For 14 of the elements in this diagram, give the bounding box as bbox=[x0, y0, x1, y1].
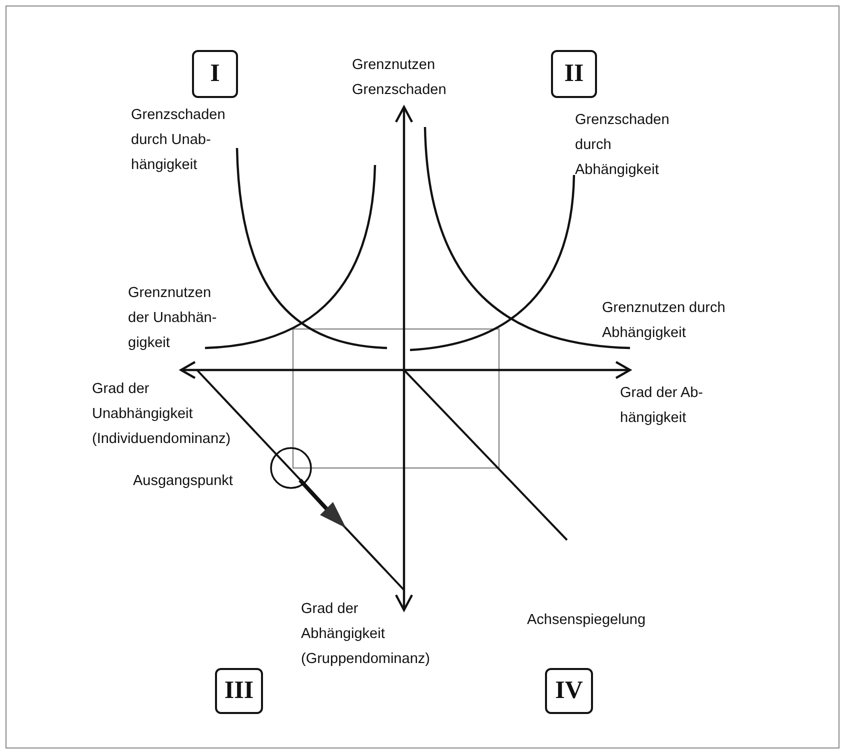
axis-label: Grad der Ab- hängigkeit bbox=[620, 384, 704, 428]
curve-label: Grenzschaden durch Unab- hängigkeit bbox=[131, 106, 226, 175]
axis-label: Grad der Abhängigkeit (Gruppendominanz) bbox=[301, 600, 431, 669]
quadrant-box: II bbox=[551, 50, 597, 98]
axis-label: Grad der Unabhängigkeit (Individuendominanz) bbox=[92, 380, 232, 449]
curve-label: Grenznutzen der Unabhän- gigkeit bbox=[128, 284, 218, 353]
point-label: Ausgangspunkt bbox=[133, 472, 234, 491]
quadrant-box: IV bbox=[545, 668, 593, 714]
quadrant-box: III bbox=[215, 668, 263, 714]
quadrant-box: I bbox=[192, 50, 238, 98]
curve-label: Grenznutzen durch Abhängigkeit bbox=[602, 299, 726, 343]
axis-label: Grenznutzen Grenzschaden bbox=[352, 56, 448, 100]
curve-label: Grenzschaden durch Abhängigkeit bbox=[575, 111, 670, 180]
line-label: Achsenspiegelung bbox=[527, 611, 647, 630]
